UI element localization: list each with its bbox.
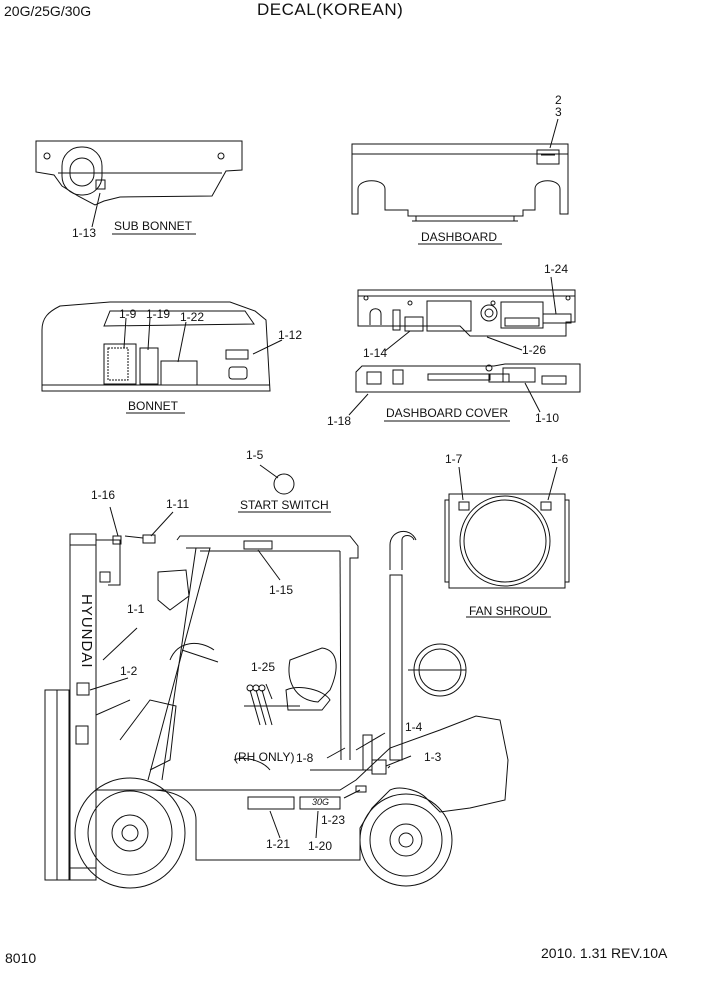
caption-fan-shroud: FAN SHROUD: [469, 604, 548, 618]
callout-1-14: 1-14: [363, 346, 388, 360]
callout-1-16: 1-16: [91, 488, 116, 502]
dashboard-cover-drawing: [349, 364, 580, 421]
callout-3: 3: [555, 105, 562, 119]
callout-1-26: 1-26: [522, 343, 547, 357]
callout-1-15: 1-15: [269, 583, 294, 597]
caption-sub-bonnet: SUB BONNET: [114, 219, 193, 233]
bonnet-drawing: [42, 302, 282, 413]
caption-bonnet: BONNET: [128, 399, 179, 413]
caption-start-switch: START SWITCH: [240, 498, 329, 512]
callout-1-5: 1-5: [246, 448, 264, 462]
callout-1-22: 1-22: [180, 310, 205, 324]
callout-1-3: 1-3: [424, 750, 442, 764]
caption-dashboard-cover: DASHBOARD COVER: [386, 406, 509, 420]
callout-1-25: 1-25: [251, 660, 276, 674]
page-number: 8010: [5, 950, 37, 966]
callout-1-4: 1-4: [405, 720, 423, 734]
callout-1-8: 1-8: [296, 751, 314, 765]
callout-1-18: 1-18: [327, 414, 352, 428]
callout-1-23: 1-23: [321, 813, 346, 827]
revision-date: 2010. 1.31 REV.10A: [541, 945, 668, 961]
brand-decal: HYUNDAI: [78, 594, 95, 669]
callout-1-1: 1-1: [127, 602, 145, 616]
callout-1-9: 1-9: [119, 307, 137, 321]
callout-1-11: 1-11: [166, 497, 190, 511]
model-badge-decal: 30G: [312, 797, 330, 807]
instrument-panel-drawing: [358, 277, 575, 351]
caption-dashboard: DASHBOARD: [421, 230, 498, 244]
sub-bonnet-drawing: [36, 141, 242, 234]
callout-1-19: 1-19: [146, 307, 171, 321]
callout-1-10: 1-10: [535, 411, 560, 425]
model-header: 20G/25G/30G: [4, 3, 92, 19]
dashboard-drawing: [352, 119, 568, 244]
callout-1-13: 1-13: [72, 226, 97, 240]
page-title: DECAL(KOREAN): [257, 0, 404, 19]
callout-1-2: 1-2: [120, 664, 138, 678]
forklift-drawing: [45, 507, 508, 888]
callout-1-6: 1-6: [551, 452, 569, 466]
fan-shroud-drawing: [445, 467, 569, 617]
callout-1-7: 1-7: [445, 452, 463, 466]
caption-rh-only: (RH ONLY): [234, 750, 295, 764]
callout-1-20: 1-20: [308, 839, 333, 853]
callout-2: 2: [555, 93, 562, 107]
callout-1-21: 1-21: [266, 837, 291, 851]
callout-1-12: 1-12: [278, 328, 303, 342]
start-switch-drawing: [238, 474, 331, 512]
callout-1-24: 1-24: [544, 262, 569, 276]
